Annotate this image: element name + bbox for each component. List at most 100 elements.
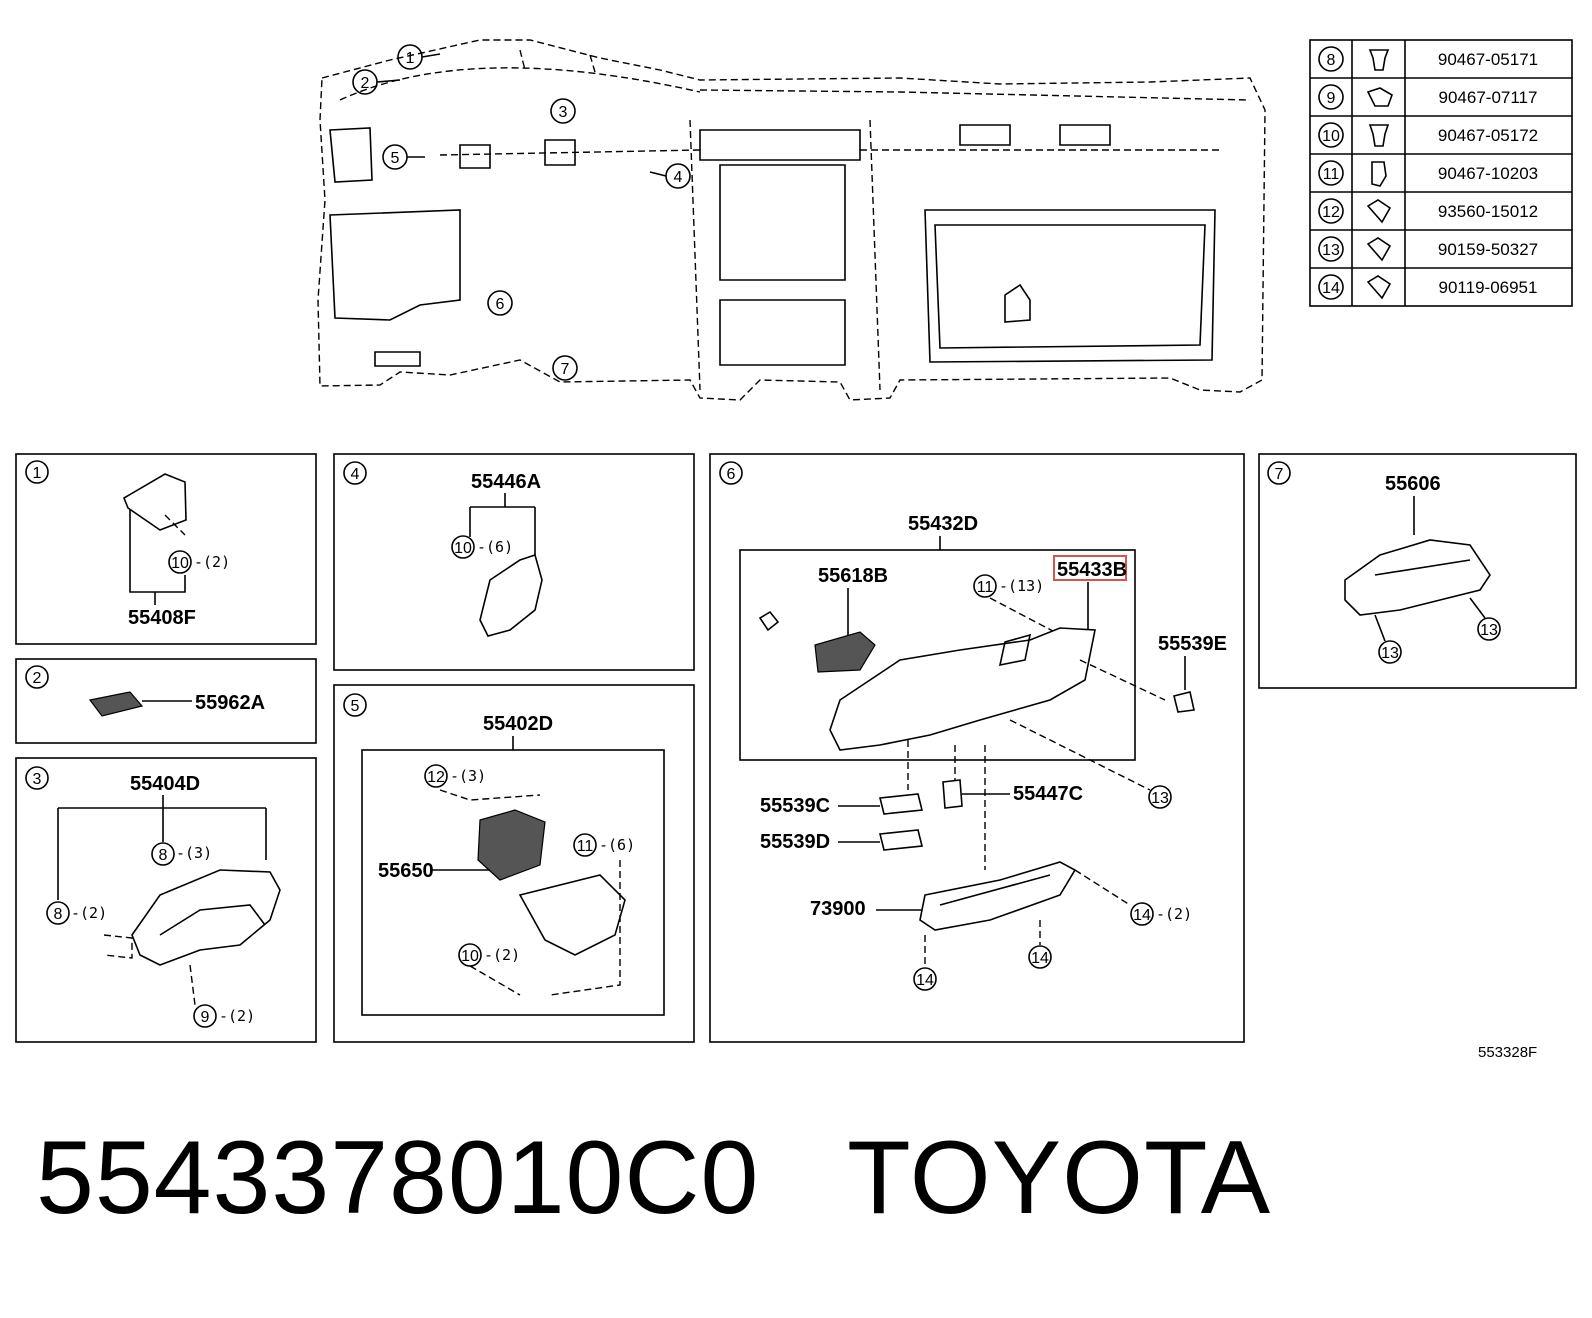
svg-text:73900: 73900 bbox=[810, 898, 866, 920]
diagram-reference: 553328F bbox=[1478, 1044, 1538, 1061]
svg-text:1: 1 bbox=[33, 465, 42, 482]
screw-icon bbox=[1366, 275, 1392, 300]
svg-text:55447C: 55447C bbox=[1013, 783, 1083, 805]
svg-text:12: 12 bbox=[1322, 204, 1340, 221]
overview-callout-3: 3 bbox=[550, 98, 576, 124]
bracket-part bbox=[942, 779, 963, 809]
part-title: 5543378010C0 TOYOTA bbox=[36, 1126, 1271, 1230]
svg-text:3: 3 bbox=[559, 104, 568, 121]
svg-text:7: 7 bbox=[561, 361, 570, 378]
fastener-row: 9 90467-07117 bbox=[1318, 84, 1537, 110]
panel-6: 6 55432D 55618B 11 -(13) 55433B 55539E 1… bbox=[709, 453, 1245, 1043]
panel-5: 5 55402D 12 -(3) 55650 11 -(6) 10 -(2) bbox=[333, 684, 695, 1043]
svg-text:90467-05172: 90467-05172 bbox=[1438, 126, 1538, 145]
screw-icon bbox=[758, 610, 780, 632]
overview-callout-4: 4 bbox=[665, 163, 691, 189]
clip-icon bbox=[1368, 49, 1390, 71]
switch-part bbox=[814, 631, 876, 673]
screw-icon bbox=[1366, 237, 1392, 262]
svg-text:5: 5 bbox=[351, 698, 360, 715]
svg-text:8: 8 bbox=[1327, 52, 1336, 69]
svg-text:8: 8 bbox=[54, 906, 63, 923]
clip-icon bbox=[1368, 124, 1390, 147]
panel-4: 4 55446A 10 -(6) bbox=[333, 453, 695, 671]
trim-part bbox=[518, 874, 626, 956]
overview-callout-7: 7 bbox=[552, 355, 578, 381]
svg-text:11: 11 bbox=[577, 838, 594, 855]
brand-name: TOYOTA bbox=[847, 1120, 1272, 1236]
svg-text:10: 10 bbox=[454, 540, 472, 557]
svg-text:-(13): -(13) bbox=[999, 577, 1044, 595]
vent-part bbox=[88, 691, 144, 717]
svg-text:14: 14 bbox=[916, 972, 934, 989]
svg-text:6: 6 bbox=[727, 466, 736, 483]
panel-7: 7 55606 13 13 bbox=[1258, 453, 1577, 689]
svg-text:13: 13 bbox=[1151, 790, 1169, 807]
svg-text:-(6): -(6) bbox=[477, 538, 513, 556]
svg-text:55446A: 55446A bbox=[471, 471, 541, 493]
svg-text:-(3): -(3) bbox=[450, 767, 486, 785]
svg-text:-(2): -(2) bbox=[484, 946, 520, 964]
svg-text:13: 13 bbox=[1480, 622, 1498, 639]
panel-2: 2 55962A bbox=[15, 658, 317, 744]
svg-text:7: 7 bbox=[1275, 466, 1284, 483]
svg-text:2: 2 bbox=[361, 75, 370, 92]
vent-part bbox=[477, 809, 546, 881]
svg-text:12: 12 bbox=[427, 769, 445, 786]
svg-text:9: 9 bbox=[1327, 90, 1336, 107]
svg-text:9: 9 bbox=[201, 1009, 210, 1026]
svg-text:55606: 55606 bbox=[1385, 473, 1441, 495]
fastener-row: 11 90467-10203 bbox=[1318, 160, 1538, 187]
panel-3: 3 55404D 8 -(3) 8 -(2) 9 -(2) bbox=[15, 757, 317, 1043]
svg-text:90467-05171: 90467-05171 bbox=[1438, 50, 1538, 69]
clip-icon bbox=[1366, 87, 1393, 107]
svg-text:55539D: 55539D bbox=[760, 831, 830, 853]
svg-text:55433B: 55433B bbox=[1057, 559, 1127, 581]
cluster-panel bbox=[131, 869, 281, 966]
part-number: 5543378010C0 bbox=[36, 1120, 760, 1236]
clip-icon bbox=[1371, 161, 1387, 187]
svg-text:14: 14 bbox=[1322, 280, 1340, 297]
svg-text:90159-50327: 90159-50327 bbox=[1438, 240, 1538, 259]
fastener-row: 13 90159-50327 bbox=[1318, 236, 1538, 262]
svg-text:55539E: 55539E bbox=[1158, 633, 1227, 655]
glovebox-lock bbox=[919, 861, 1077, 931]
trim-part bbox=[479, 553, 543, 637]
svg-text:55539C: 55539C bbox=[760, 795, 830, 817]
svg-text:1: 1 bbox=[406, 50, 415, 67]
svg-text:-(2): -(2) bbox=[219, 1007, 255, 1025]
svg-text:55650: 55650 bbox=[378, 860, 434, 882]
svg-text:55432D: 55432D bbox=[908, 513, 978, 535]
svg-text:6: 6 bbox=[496, 296, 505, 313]
bracket-part bbox=[879, 829, 923, 851]
svg-text:90119-06951: 90119-06951 bbox=[1439, 278, 1538, 297]
svg-text:13: 13 bbox=[1322, 242, 1340, 259]
svg-text:-(3): -(3) bbox=[176, 844, 212, 862]
svg-text:14: 14 bbox=[1031, 950, 1049, 967]
svg-text:93560-15012: 93560-15012 bbox=[1438, 202, 1538, 221]
svg-text:-(6): -(6) bbox=[599, 836, 635, 854]
panel-1: 1 10 -(2) 55408F bbox=[15, 453, 317, 645]
fastener-row: 14 90119-06951 bbox=[1318, 274, 1538, 300]
fastener-row: 10 90467-05172 bbox=[1318, 122, 1538, 148]
overview-callout-2: 2 bbox=[352, 69, 378, 95]
fastener-table bbox=[1309, 39, 1573, 307]
svg-text:4: 4 bbox=[674, 169, 683, 186]
svg-text:10: 10 bbox=[171, 555, 189, 572]
svg-text:55962A: 55962A bbox=[195, 692, 265, 714]
svg-text:-(2): -(2) bbox=[71, 904, 107, 922]
overview-callout-6: 6 bbox=[487, 290, 513, 316]
dashboard-overview bbox=[317, 39, 1266, 401]
svg-text:10: 10 bbox=[1322, 128, 1340, 145]
svg-text:14: 14 bbox=[1133, 907, 1151, 924]
svg-text:13: 13 bbox=[1381, 645, 1399, 662]
svg-text:11: 11 bbox=[1323, 166, 1340, 183]
bracket-part bbox=[879, 793, 923, 815]
svg-text:10: 10 bbox=[461, 948, 479, 965]
svg-text:55618B: 55618B bbox=[818, 565, 888, 587]
lower-panel bbox=[829, 627, 1096, 751]
cover-part bbox=[123, 473, 187, 531]
fastener-row: 8 90467-05171 bbox=[1318, 46, 1538, 72]
duct-part bbox=[1344, 539, 1491, 616]
